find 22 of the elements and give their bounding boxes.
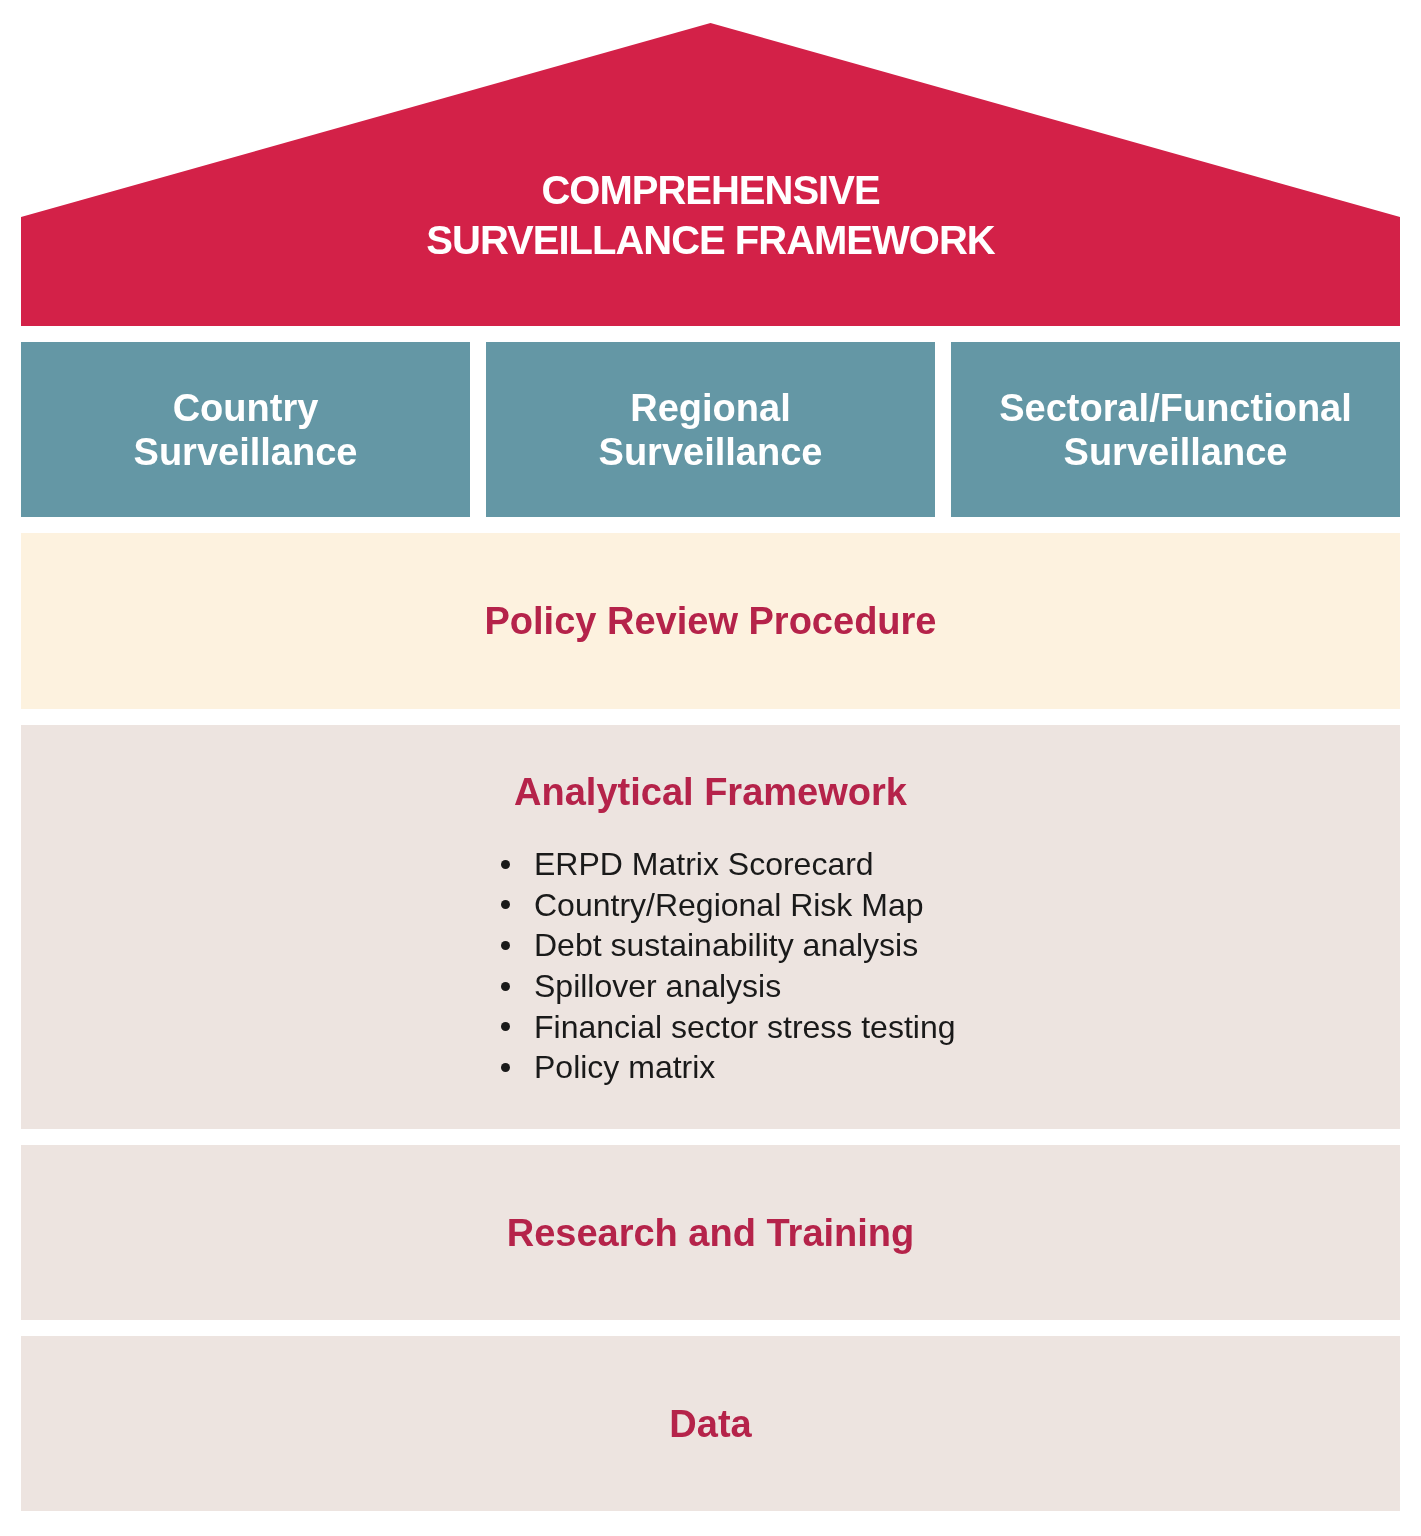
- pillar-box: [21, 342, 470, 517]
- pillar-label: Country Surveillance: [132, 385, 359, 474]
- list-item: ERPD Matrix Scorecard: [534, 845, 874, 884]
- band-heading: Research and Training: [506, 1210, 915, 1256]
- list-item: Country/Regional Risk Map: [534, 885, 924, 924]
- pillar-box: [486, 342, 935, 517]
- list-item: Spillover analysis: [534, 967, 782, 1006]
- list-item: Debt sustainability analysis: [534, 926, 919, 965]
- foundation-band: [21, 1336, 1400, 1511]
- pillar-box: [951, 342, 1400, 517]
- pillar-label: Regional Surveillance: [597, 385, 824, 474]
- foundation-band: [21, 1145, 1400, 1320]
- band-heading: Analytical Framework: [514, 770, 907, 815]
- band-heading: Data: [669, 1401, 752, 1447]
- house-roof: [21, 23, 1400, 326]
- list-item: Policy matrix: [534, 1048, 716, 1087]
- pillar-label: Sectoral/Functional Surveillance: [998, 385, 1353, 474]
- band-heading: Policy Review Procedure: [484, 599, 937, 644]
- list-item: Financial sector stress testing: [534, 1007, 956, 1046]
- foundation-band: [21, 725, 1400, 1129]
- roof-title: COMPREHENSIVE SURVEILLANCE FRAMEWORK: [425, 167, 996, 264]
- foundation-band: [21, 533, 1400, 709]
